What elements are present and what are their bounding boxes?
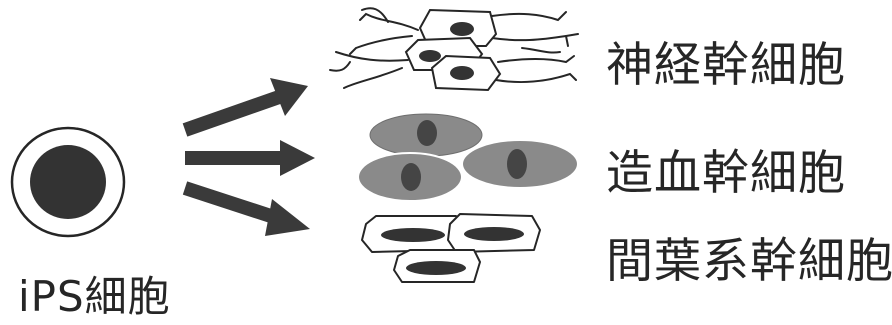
arrow-to-hematopoietic (185, 140, 315, 176)
label-ips-cell: iPS細胞 (18, 276, 171, 318)
hematopoietic-stem-cells (358, 114, 578, 201)
arrow-to-mesenchymal (185, 188, 310, 236)
arrow-to-neural (185, 78, 308, 130)
label-neural-stem-cell: 神経幹細胞 (606, 42, 846, 89)
differentiation-arrows (185, 78, 315, 236)
ips-cell (12, 128, 124, 236)
label-hematopoietic-stem-cell: 造血幹細胞 (606, 150, 846, 197)
label-mesenchymal-stem-cell: 間葉系幹細胞 (606, 238, 892, 285)
